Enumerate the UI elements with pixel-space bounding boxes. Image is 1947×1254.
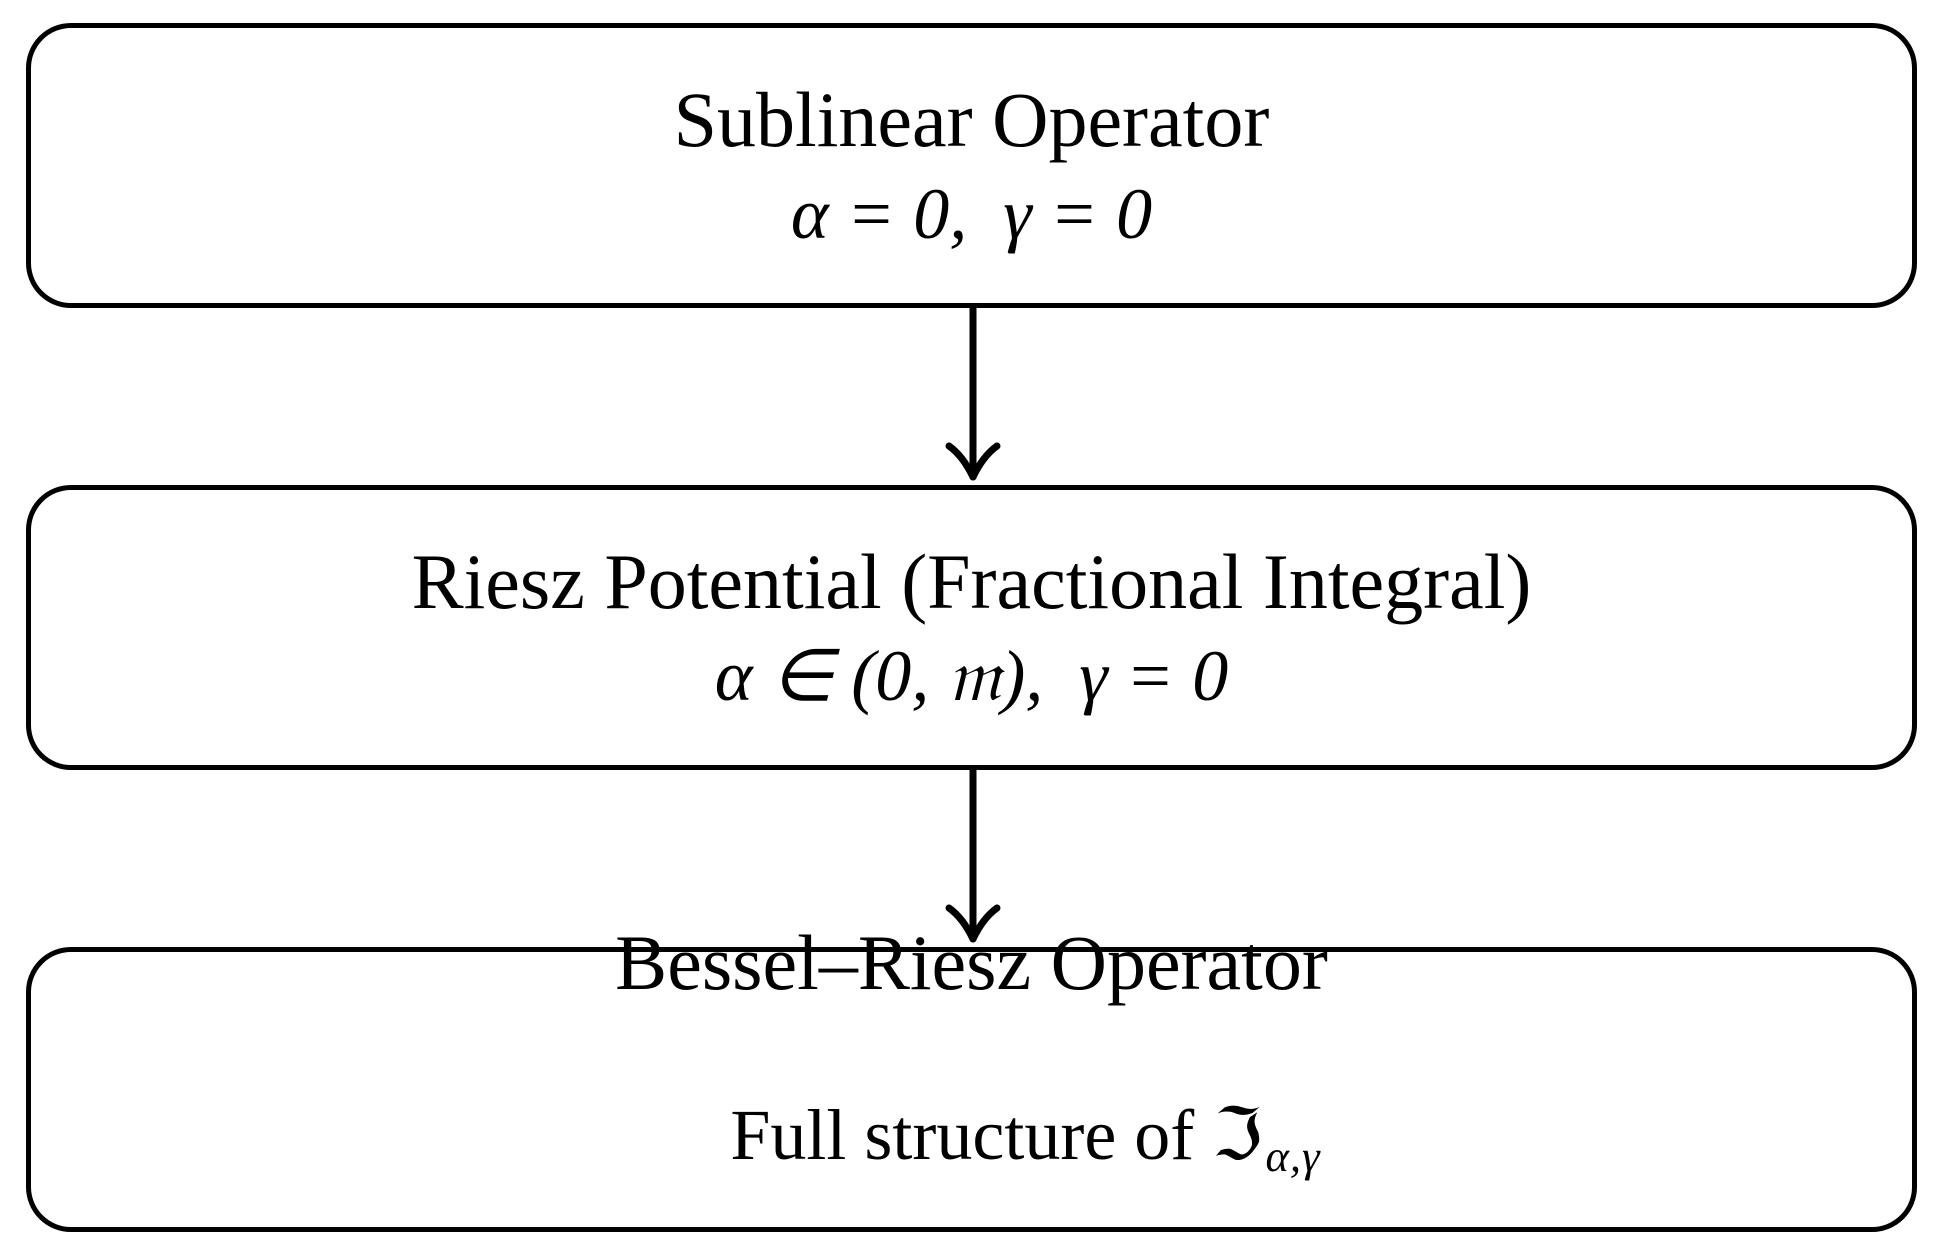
- flow-arrow-2: [941, 767, 1005, 947]
- node-riesz-potential: Riesz Potential (Fractional Integral) α …: [26, 485, 1917, 770]
- flow-arrow-1: [941, 305, 1005, 485]
- node-formula: α ∈ (0, 𝔪), γ = 0: [714, 635, 1229, 716]
- node-bessel-riesz-operator: Bessel–Riesz Operator Full structure of …: [26, 920, 1917, 1232]
- down-arrow-icon: [945, 767, 1001, 943]
- node-title: Bessel–Riesz Operator: [615, 918, 1328, 1006]
- formula-text: Full structure of: [730, 1094, 1213, 1175]
- formula-subscript: α,γ: [1265, 1131, 1321, 1182]
- node-sublinear-operator: Sublinear Operator α = 0, γ = 0: [26, 23, 1917, 308]
- node-formula: Full structure of ℑα,γ: [622, 1019, 1320, 1254]
- node-title: Sublinear Operator: [673, 75, 1270, 163]
- down-arrow-icon: [945, 305, 1001, 481]
- fraktur-i-symbol: ℑ: [1212, 1094, 1263, 1175]
- node-formula: α = 0, γ = 0: [790, 173, 1153, 254]
- node-title: Riesz Potential (Fractional Integral): [411, 537, 1532, 625]
